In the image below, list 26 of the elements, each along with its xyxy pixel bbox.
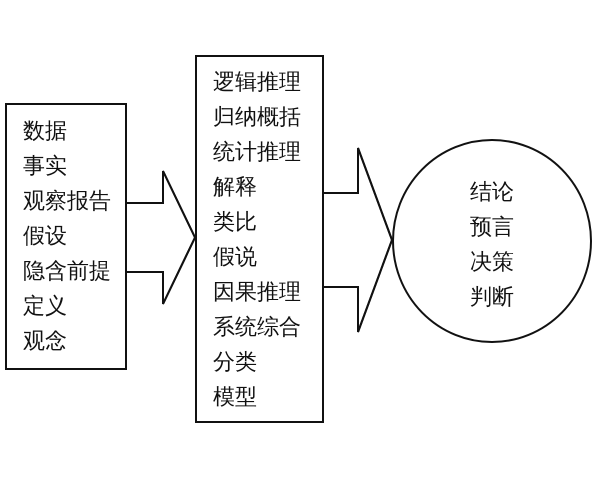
list-item: 假说: [213, 245, 257, 271]
list-item: 观念: [23, 329, 67, 355]
list-item: 统计推理: [213, 140, 301, 166]
list-item: 事实: [23, 154, 67, 180]
list-item: 归纳概括: [213, 105, 301, 131]
circle-node: [392, 139, 592, 343]
list-item: 观察报告: [23, 189, 111, 215]
list-box: [195, 55, 324, 423]
list-item: 数据: [23, 119, 67, 145]
list-item: 判断: [470, 285, 514, 311]
block-arrow: [126, 170, 196, 305]
list-item: 预言: [470, 215, 514, 241]
block-arrow: [323, 147, 394, 333]
list-item: 决策: [470, 250, 514, 276]
list-item: 系统综合: [213, 315, 301, 341]
list-item: 因果推理: [213, 280, 301, 306]
list-item: 类比: [213, 210, 257, 236]
list-item: 定义: [23, 294, 67, 320]
list-item: 结论: [470, 180, 514, 206]
list-item: 假设: [23, 224, 67, 250]
list-item: 模型: [213, 385, 257, 411]
list-item: 解释: [213, 175, 257, 201]
list-item: 隐含前提: [23, 259, 111, 285]
list-item: 逻辑推理: [213, 70, 301, 96]
list-box: [5, 103, 127, 370]
list-item: 分类: [213, 350, 257, 376]
